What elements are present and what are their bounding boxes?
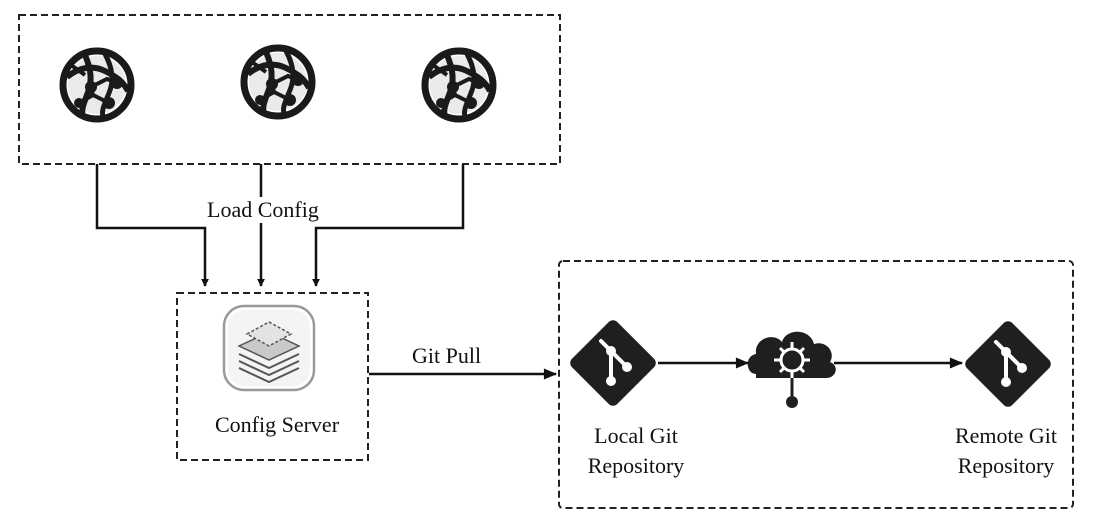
config-server-box — [176, 292, 369, 461]
web-app-icon — [244, 48, 312, 116]
web-app-icon — [425, 51, 493, 119]
repository-group-box — [558, 260, 1074, 509]
remote-repo-label-line2: Repository — [957, 453, 1055, 478]
local-repo-label-line1: Local Git — [594, 423, 678, 448]
load-config-connectors — [95, 164, 465, 287]
cloud-hub-icon — [747, 331, 836, 408]
config-server-label: Config Server — [214, 412, 340, 437]
git-icon — [565, 315, 661, 411]
clients-group-box — [18, 14, 561, 165]
git-icon — [960, 316, 1056, 412]
local-repo-label-line2: Repository — [587, 453, 685, 478]
remote-repo-label-line1: Remote Git — [954, 423, 1058, 448]
stacked-layers-icon — [222, 304, 316, 392]
load-config-label: Load Config — [205, 197, 321, 223]
web-app-icon — [63, 51, 131, 119]
git-pull-label: Git Pull — [412, 343, 482, 368]
